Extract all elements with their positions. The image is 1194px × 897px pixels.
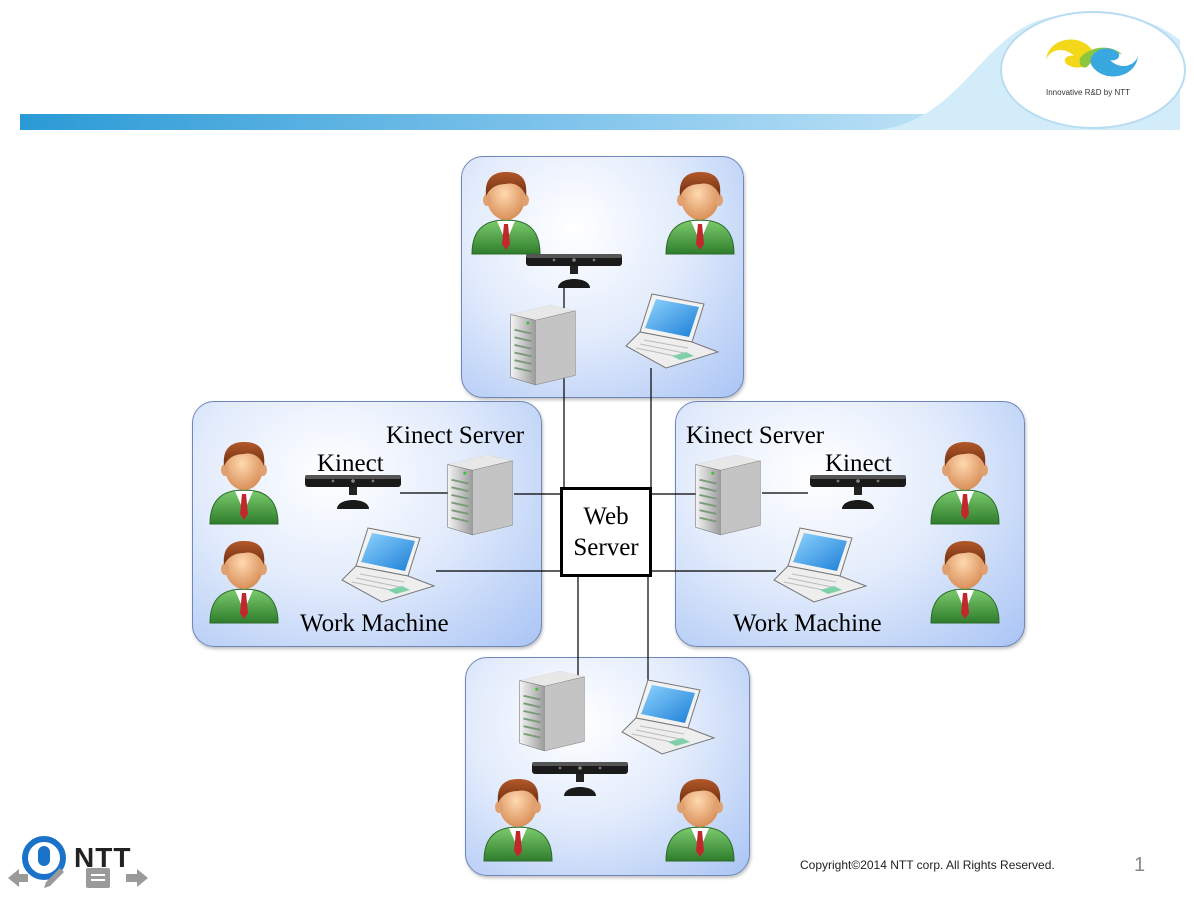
brand-tagline: Innovative R&D by NTT — [1046, 88, 1131, 97]
person-icon — [466, 166, 546, 256]
ntt-logo-text: NTT — [74, 842, 132, 873]
notes-icon[interactable] — [84, 866, 112, 890]
kinect-sensor-icon — [808, 471, 908, 511]
person-icon — [204, 436, 284, 526]
person-icon — [925, 436, 1005, 526]
next-arrow-icon[interactable] — [124, 866, 150, 890]
copyright-text: Copyright©2014 NTT corp. All Rights Rese… — [800, 858, 1055, 872]
work-machine-label: Work Machine — [733, 610, 882, 637]
laptop-icon — [338, 524, 438, 604]
laptop-icon — [770, 524, 870, 604]
server-icon — [690, 450, 766, 538]
ntt-rd-logo-icon — [1046, 39, 1138, 77]
kinect-label: Kinect — [317, 450, 384, 477]
server-icon — [514, 666, 590, 754]
person-icon — [660, 773, 740, 863]
person-icon — [925, 535, 1005, 625]
pen-icon[interactable] — [40, 864, 68, 892]
kinect-server-label: Kinect Server — [686, 422, 825, 449]
person-icon — [204, 535, 284, 625]
kinect-sensor-icon — [524, 250, 624, 290]
kinect-sensor-icon — [303, 471, 403, 511]
laptop-icon — [618, 676, 718, 756]
header-banner — [20, 11, 1186, 130]
server-icon — [442, 450, 518, 538]
web-server-label-line2: Server — [573, 534, 639, 561]
work-machine-label: Work Machine — [300, 610, 449, 637]
web-server-label-line1: Web — [583, 502, 629, 530]
ntt-logo-icon — [22, 836, 66, 880]
prev-arrow-icon[interactable] — [6, 866, 30, 890]
person-icon — [660, 166, 740, 256]
server-icon — [505, 300, 581, 388]
laptop-icon — [622, 290, 722, 370]
kinect-server-label: Kinect Server — [386, 422, 525, 449]
page-number: 1 — [1134, 854, 1146, 876]
person-icon — [478, 773, 558, 863]
kinect-label: Kinect — [825, 450, 892, 477]
web-server-node: Web Server — [560, 487, 652, 577]
